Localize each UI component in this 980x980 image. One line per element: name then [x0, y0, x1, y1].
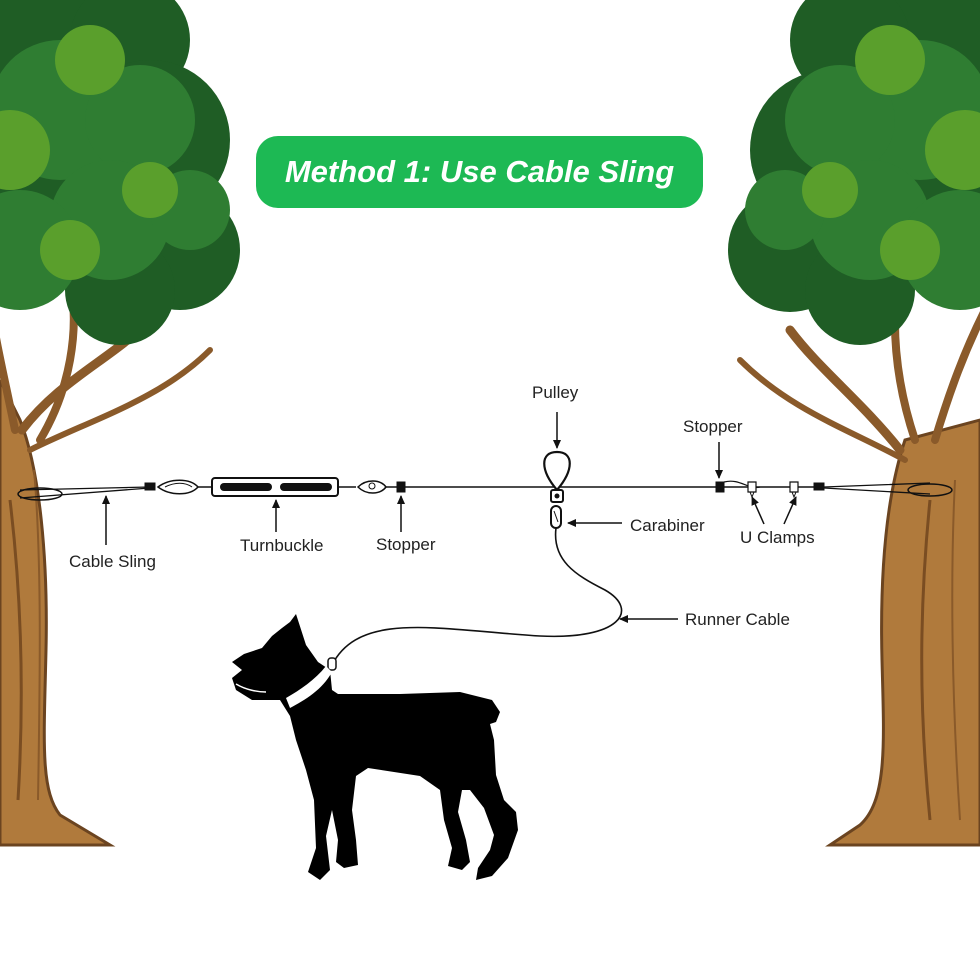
label-cable-sling: Cable Sling [69, 552, 156, 571]
left-tree [0, 0, 240, 847]
annotation-arrows [102, 412, 797, 623]
dog-silhouette [232, 614, 518, 880]
cable-system [17, 450, 953, 671]
dog-collar [286, 666, 332, 708]
page-title: Method 1: Use Cable Sling [284, 154, 675, 189]
u-clamp-parts [747, 481, 799, 499]
label-carabiner: Carabiner [630, 516, 705, 535]
left-cable-sling [19, 486, 151, 499]
arrow-u-clamp-2 [783, 496, 797, 525]
left-tree-foliage [0, 0, 240, 345]
right-tree-foliage [728, 0, 980, 345]
annotation-labels: Cable Sling Turnbuckle Stopper Pulley Ca… [69, 383, 815, 629]
right-stopper-part [715, 481, 725, 493]
turnbuckle-part [211, 477, 339, 497]
pulley-part [543, 450, 571, 503]
title-banner: Method 1: Use Cable Sling [256, 136, 703, 208]
left-stopper-part [396, 481, 406, 493]
label-stopper-left: Stopper [376, 535, 436, 554]
right-tree-trunk [825, 418, 980, 847]
label-stopper-right: Stopper [683, 417, 743, 436]
arrow-u-clamp-1 [751, 496, 765, 525]
label-turnbuckle: Turnbuckle [240, 536, 323, 555]
label-pulley: Pulley [532, 383, 579, 402]
left-tree-trunk [0, 379, 116, 847]
runner-cable-line [331, 527, 623, 666]
right-tree [728, 0, 980, 847]
label-runner-cable: Runner Cable [685, 610, 790, 629]
label-u-clamps: U Clamps [740, 528, 815, 547]
